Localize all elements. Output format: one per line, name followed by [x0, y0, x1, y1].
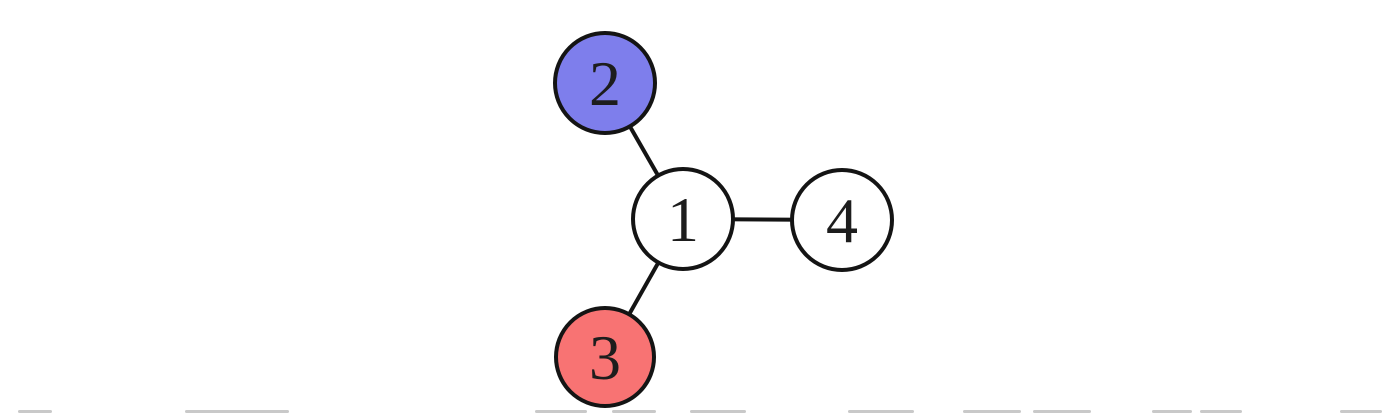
- graph-node-circle-3: [554, 306, 656, 408]
- cutoff-text-fragment: [963, 410, 1021, 413]
- graph-node-4: 4: [790, 168, 894, 272]
- graph-node-label-3: 3: [589, 322, 621, 393]
- graph-node-label-1: 1: [667, 184, 699, 255]
- cutoff-text-fragment: [1340, 410, 1382, 413]
- cutoff-text-fragment: [185, 410, 289, 413]
- cutoff-text-fragment: [1033, 410, 1091, 413]
- cutoff-text-fragment: [1200, 410, 1242, 413]
- graph-node-1: 1: [631, 167, 735, 271]
- cutoff-text-fragment: [535, 410, 587, 413]
- cutoff-text-fragment: [848, 410, 914, 413]
- graph-node-3: 3: [554, 306, 656, 408]
- graph-node-2: 2: [553, 31, 657, 135]
- cutoff-text-fragment: [18, 410, 52, 413]
- graph-node-circle-2: [553, 31, 657, 135]
- cutoff-text-fragment: [690, 410, 746, 413]
- cutoff-text-row: [0, 409, 1382, 416]
- graph-node-label-2: 2: [589, 48, 621, 119]
- graph-node-label-4: 4: [826, 185, 858, 256]
- cutoff-text-fragment: [1152, 410, 1192, 413]
- graph-node-circle-1: [631, 167, 735, 271]
- graph-nodes: 12 3 4: [553, 31, 894, 408]
- cutoff-text-fragment: [612, 410, 656, 413]
- graph-node-circle-4: [790, 168, 894, 272]
